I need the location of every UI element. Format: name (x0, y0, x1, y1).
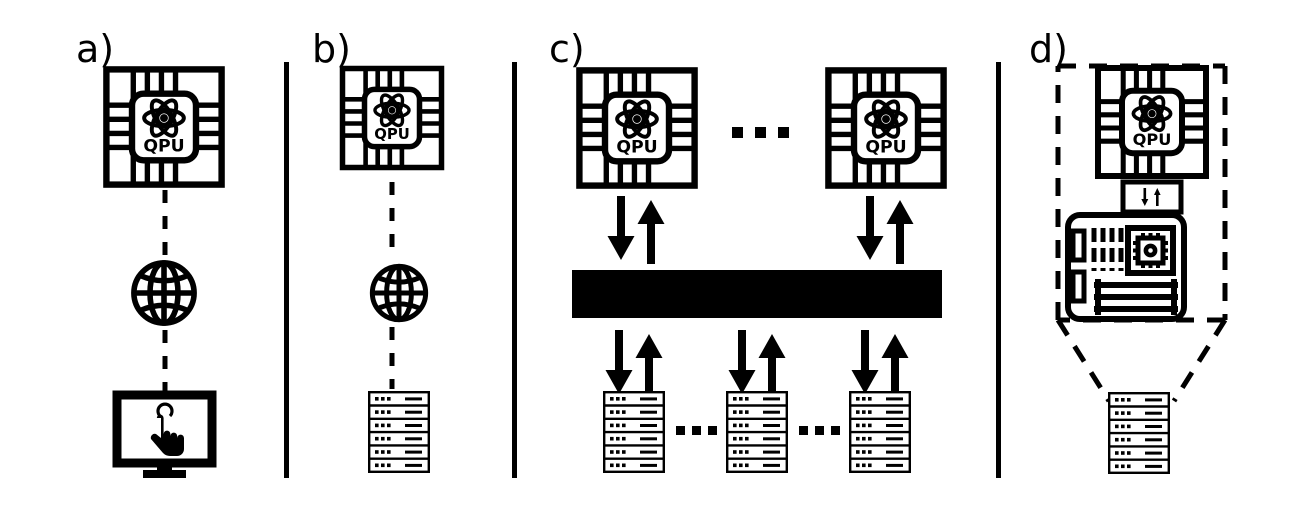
panel-label-b: b) (312, 27, 351, 71)
callout-line-right (1171, 318, 1228, 403)
panel-a-dashed-link-qpu-globe (162, 190, 168, 260)
bidirectional-arrows-icon (605, 330, 663, 398)
panel-a-qpu-chip: QPU (100, 63, 228, 191)
qpu-chip-icon: QPU (339, 65, 445, 171)
panel-d-qpu-interconnect (1120, 179, 1184, 215)
atom-icon (864, 99, 908, 139)
atom-icon (615, 99, 659, 139)
panel-c-qpu-chip-right: QPU (822, 64, 950, 192)
panel-b-globe (368, 262, 430, 324)
server-rack-icon (726, 391, 788, 473)
server-rack-icon (849, 391, 911, 473)
panel-c-ellipsis-rack-left (676, 426, 717, 435)
qpu-chip-label: QPU (143, 136, 184, 156)
panel-c-arrows-qpu-right (856, 196, 914, 264)
globe-icon (369, 263, 429, 323)
qpu-chip-label: QPU (1133, 130, 1172, 149)
atom-icon (1131, 95, 1173, 133)
bidirectional-arrows-icon (728, 330, 786, 398)
callout-line-left (1055, 318, 1112, 403)
panel-b-dashed-link-globe-rack (389, 327, 395, 389)
panel-d-qpu-chip: QPU (1092, 62, 1212, 182)
panel-c-arrows-qpu-left (607, 196, 665, 264)
panel-c-ellipsis-qpu (732, 127, 789, 138)
panel-divider-c-d (996, 62, 1001, 478)
qpu-chip-icon: QPU (103, 66, 225, 188)
panel-a-dashed-link-globe-monitor (162, 330, 168, 392)
bidirectional-arrows-icon (856, 196, 914, 264)
panel-b-qpu-chip: QPU (337, 63, 447, 173)
touch-hand-icon (150, 402, 184, 456)
panel-b-server-rack (368, 391, 430, 473)
bidirectional-arrows-icon (607, 196, 665, 264)
globe-icon (131, 260, 197, 326)
panel-a-globe (129, 258, 199, 328)
panel-c-ellipsis-rack-right (799, 426, 840, 435)
atom-icon (142, 98, 186, 138)
panel-a-monitor (112, 390, 217, 478)
capacitor-pins (1091, 228, 1124, 271)
panel-c-server-rack-center (726, 391, 788, 473)
panel-c-arrows-rack-center (728, 330, 786, 398)
motherboard-icon (1065, 212, 1187, 322)
panel-c-server-rack-left (603, 391, 665, 473)
panel-divider-b-c (512, 62, 517, 478)
panel-c-qpu-chip-left: QPU (573, 64, 701, 192)
desktop-monitor-touch-icon (112, 390, 217, 478)
panel-label-a: a) (76, 27, 115, 71)
panel-divider-a-b (284, 62, 289, 478)
panel-label-c: c) (549, 27, 585, 71)
qpu-chip-icon: QPU (1095, 65, 1209, 179)
atom-icon (373, 93, 411, 128)
panel-c-arrows-rack-right (851, 330, 909, 398)
server-rack-icon (368, 391, 430, 473)
bidirectional-arrows-icon (851, 330, 909, 398)
bidirectional-arrows-icon (1141, 188, 1161, 206)
server-rack-icon (603, 391, 665, 473)
panel-label-d: d) (1029, 27, 1068, 71)
zoom-callout-box (1055, 63, 1228, 323)
panel-d-motherboard (1064, 211, 1188, 323)
panel-c-arrows-rack-left (605, 330, 663, 398)
panel-d-callout-group (1055, 63, 1228, 403)
qpu-chip-label: QPU (374, 125, 410, 143)
server-rack-icon (1108, 392, 1170, 474)
memory-slots (1094, 279, 1178, 315)
qpu-chip-label: QPU (865, 137, 906, 157)
panel-d-server-rack (1108, 392, 1170, 474)
panel-b-dashed-link-qpu-globe (389, 182, 395, 260)
panel-c-server-rack-right (849, 391, 911, 473)
qpu-chip-label: QPU (616, 137, 657, 157)
panel-c-network-bus-bar (572, 270, 942, 318)
qpu-chip-icon: QPU (576, 67, 698, 189)
cpu-chip-icon (1125, 225, 1176, 276)
qpu-chip-icon: QPU (825, 67, 947, 189)
